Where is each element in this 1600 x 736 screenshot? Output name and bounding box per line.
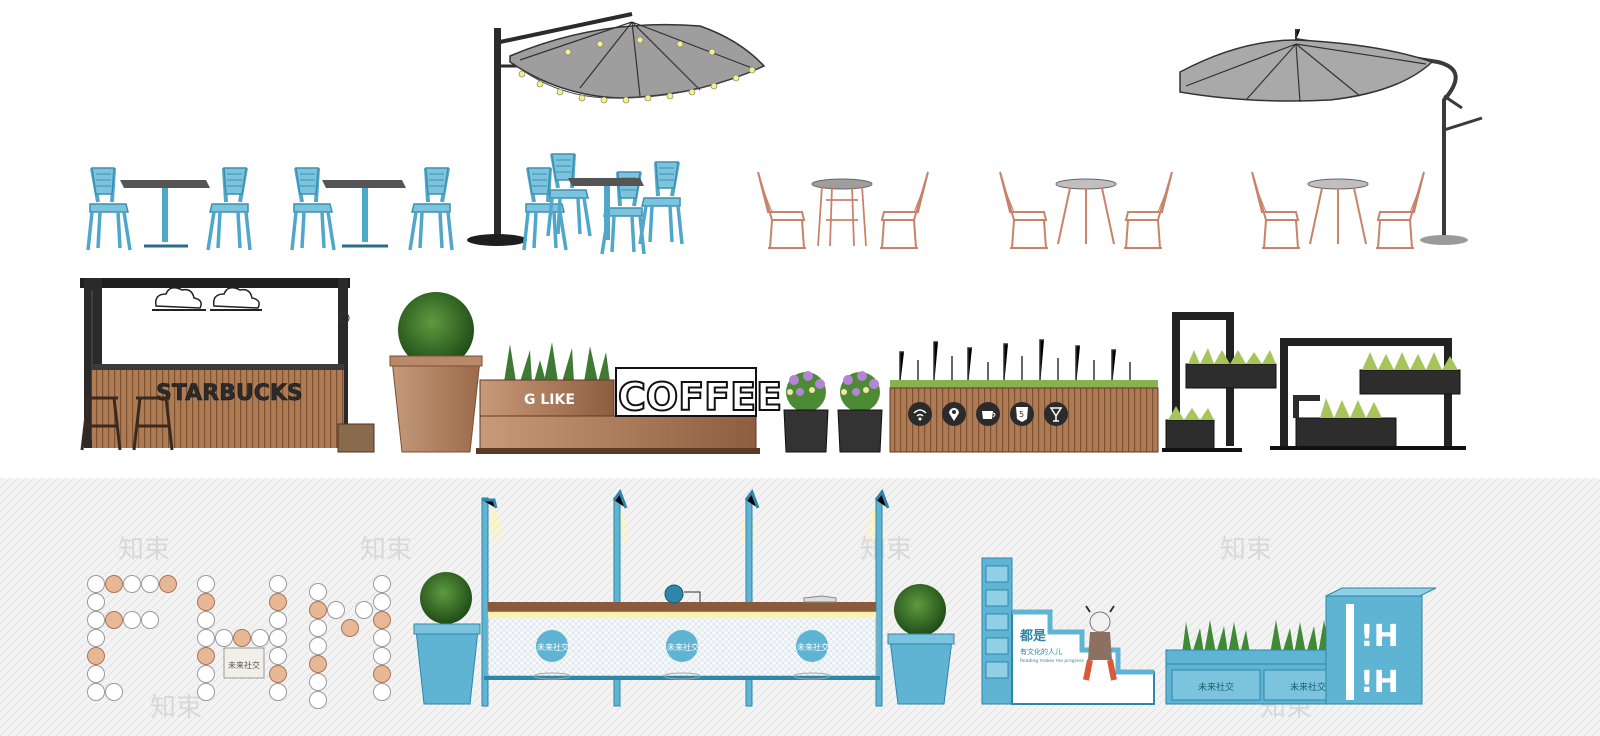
- flower-pot-1: [783, 371, 829, 453]
- svg-text:知束: 知束: [360, 535, 412, 565]
- planter-label-1: 未来社交: [1198, 681, 1234, 693]
- blue-topiary-planter-right: [887, 584, 955, 705]
- black-frame-planters: [1162, 312, 1466, 452]
- letter-h: 未来社交: [197, 575, 287, 701]
- glike-coffee-planter-bench: G LIKE COFFEE: [476, 342, 783, 454]
- rose-bistro-set-1: [757, 171, 929, 249]
- coffee-sign-text: COFFEE: [618, 375, 782, 419]
- stair-tagline: Reading makes me progress: [1020, 658, 1084, 664]
- counter-clock: [664, 584, 701, 604]
- fhm-bubble-letters: 未来社交: [87, 575, 391, 709]
- watermarks: 知束 知束 知束 知束 知束 知束: [118, 535, 1312, 723]
- stair-subtitle: 有文化的人儿: [1020, 647, 1062, 656]
- svg-text:5: 5: [1019, 410, 1024, 419]
- tower-mark-text: !H: [1360, 619, 1399, 654]
- svg-text:知束: 知束: [1220, 535, 1272, 565]
- blue-topiary-planter-left: [413, 572, 481, 705]
- letter-h-plaque-text: 未来社交: [228, 660, 260, 670]
- svg-text:未来社交: 未来社交: [667, 642, 699, 652]
- coffee-cup-icon: [976, 402, 1000, 426]
- reading-stair-shelf: 都是 有文化的人儿 Reading makes me progress: [981, 557, 1155, 705]
- starbucks-sign-text: STARBUCKS: [156, 381, 303, 406]
- topiary-terracotta-planter: [389, 292, 483, 453]
- seated-figure: [1083, 605, 1117, 681]
- location-pin-icon: [942, 402, 966, 426]
- cantilever-umbrella-string-lights: [467, 12, 766, 246]
- tower-mark-text-2: !H: [1360, 665, 1399, 700]
- wifi-icon: [908, 402, 932, 426]
- wine-glass-icon: [1044, 402, 1068, 426]
- svg-text:未来社交: 未来社交: [797, 642, 829, 652]
- cantilever-umbrella-grey: [1179, 29, 1483, 245]
- blue-bistro-set-1: [86, 166, 252, 252]
- fhm-letter-f: F: [134, 716, 140, 727]
- starbucks-kiosk: STARBUCKS: [80, 278, 375, 453]
- planter-label-2: 未来社交: [1290, 681, 1326, 693]
- counter-label-1: 未来社交: [536, 630, 569, 662]
- blue-bistro-set-2: [290, 166, 454, 252]
- wood-planter-with-icons: 5: [889, 339, 1159, 453]
- fhm-letter-m: M: [350, 716, 359, 727]
- fhm-letter-h: H: [242, 716, 250, 727]
- flower-pot-2: [837, 371, 883, 453]
- rose-bistro-set-3: [1251, 171, 1425, 249]
- glike-sign-text: G LIKE: [524, 392, 575, 408]
- blue-bistro-set-3: [522, 152, 684, 256]
- svg-text:未来社交: 未来社交: [537, 642, 569, 652]
- blue-lamp-counter: 未来社交 未来社交 未来社交: [481, 488, 890, 707]
- rose-bistro-set-2: [999, 171, 1173, 249]
- counter-label-2: 未来社交: [666, 630, 699, 662]
- counter-label-3: 未来社交: [796, 630, 829, 662]
- html5-badge-icon: 5: [1010, 402, 1034, 426]
- blue-planter-box-tower: 未来社交 未来社交 !H !H: [1165, 587, 1437, 705]
- stair-title: 都是: [1019, 628, 1047, 644]
- svg-text:知束: 知束: [118, 535, 170, 565]
- svg-text:知束: 知束: [150, 693, 202, 723]
